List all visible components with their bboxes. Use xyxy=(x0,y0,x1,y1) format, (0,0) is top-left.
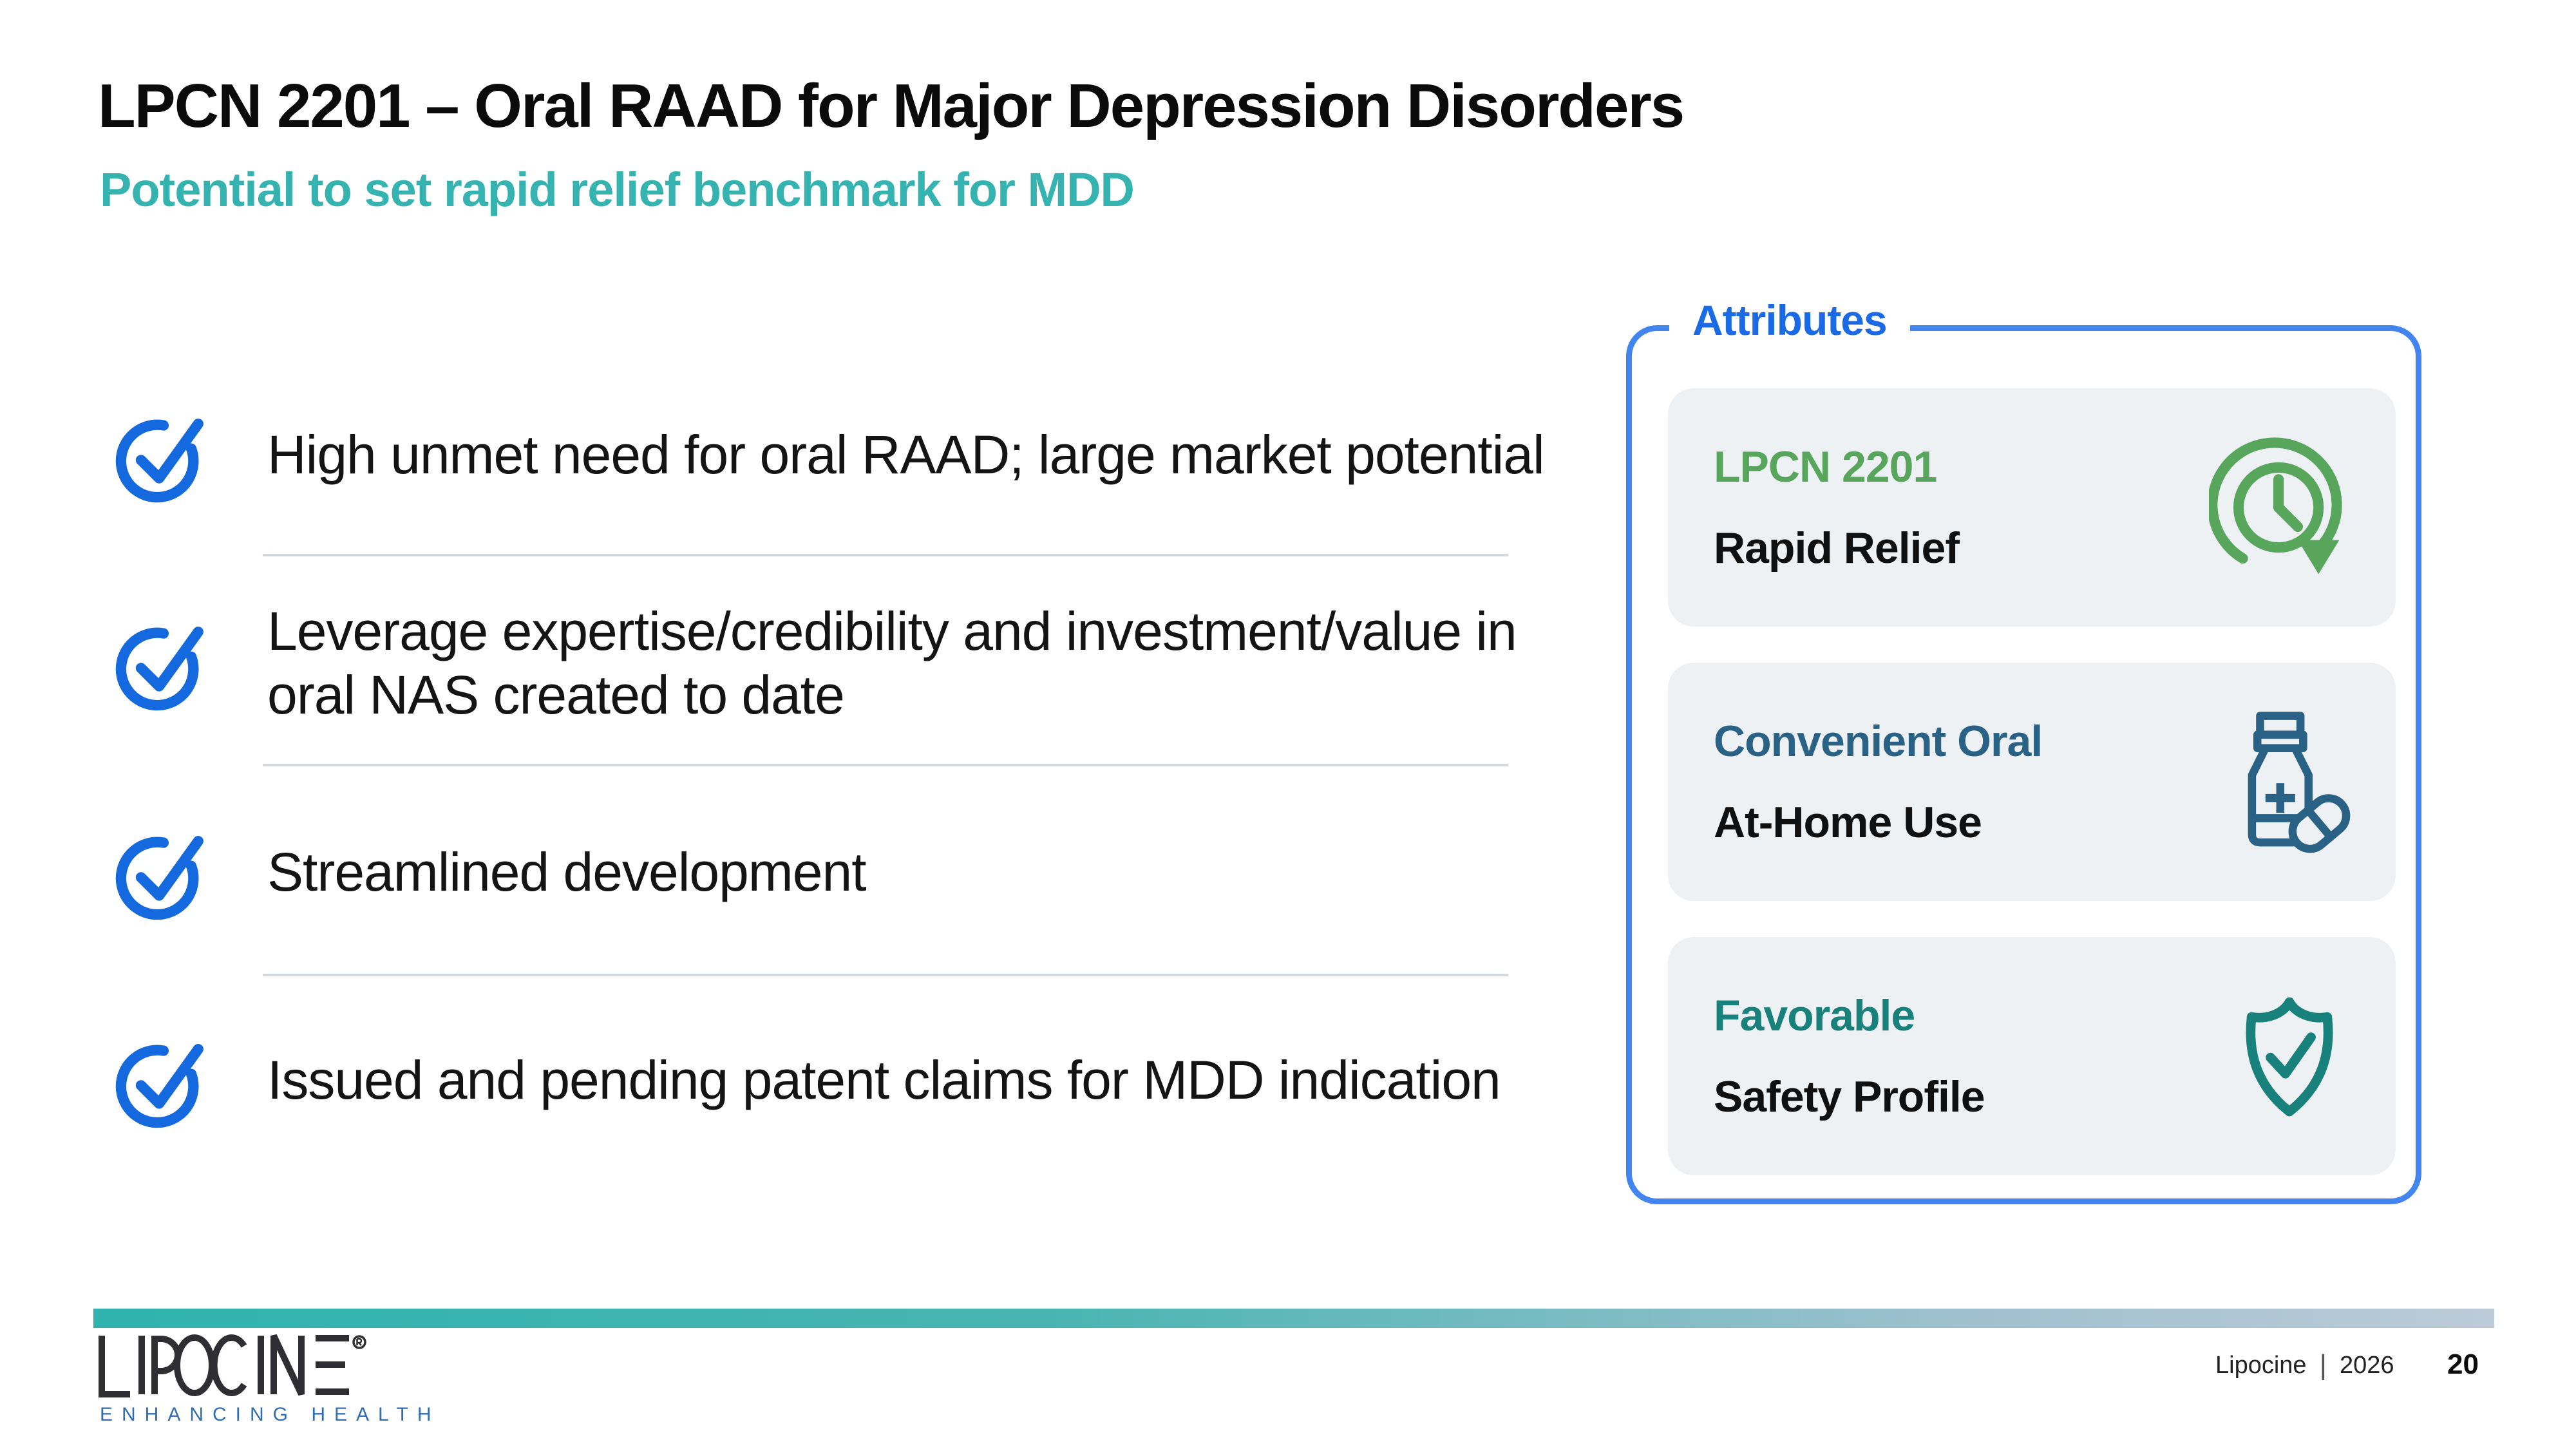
attributes-panel-title: Attributes xyxy=(1669,296,1910,345)
list-item-text: High unmet need for oral RAAD; large mar… xyxy=(267,423,1545,487)
list-item-line: High unmet need for oral RAAD; large mar… xyxy=(267,424,1545,486)
check-circle-icon xyxy=(115,419,204,503)
attribute-card-text: Favorable Safety Profile xyxy=(1714,990,2222,1122)
attribute-card-subtitle: At-Home Use xyxy=(1714,798,1982,847)
list-item: High unmet need for oral RAAD; large mar… xyxy=(115,397,1545,513)
attribute-card-text: LPCN 2201 Rapid Relief xyxy=(1714,442,2209,573)
footer-meta: Lipocine | 2026 xyxy=(2215,1351,2394,1379)
check-circle-icon xyxy=(115,627,204,711)
medicine-bottle-icon xyxy=(2248,712,2351,853)
attribute-card-safety-profile: Favorable Safety Profile xyxy=(1668,937,2396,1175)
list-item: Issued and pending patent claims for MDD… xyxy=(115,1023,1501,1139)
list-item: Leverage expertise/credibility and inves… xyxy=(115,583,1517,744)
clock-history-icon xyxy=(2209,437,2342,574)
list-item-line: Issued and pending patent claims for MDD… xyxy=(267,1050,1501,1111)
page-subtitle: Potential to set rapid relief benchmark … xyxy=(100,163,1135,216)
shield-check-icon xyxy=(2246,997,2333,1117)
check-circle-icon xyxy=(115,1044,204,1128)
attribute-card-at-home-use: Convenient Oral At-Home Use xyxy=(1668,663,2396,901)
attribute-card-title: Convenient Oral xyxy=(1714,717,2043,766)
list-item-text: Issued and pending patent claims for MDD… xyxy=(267,1048,1501,1112)
page-number: 20 xyxy=(2447,1349,2479,1380)
attributes-panel: Attributes LPCN 2201 Rapid Relief Conven… xyxy=(1626,296,2421,1204)
attribute-card-title: LPCN 2201 xyxy=(1714,442,1937,491)
page-title: LPCN 2201 – Oral RAAD for Major Depressi… xyxy=(98,71,1685,140)
attribute-card-subtitle: Safety Profile xyxy=(1714,1072,1985,1121)
attribute-card-subtitle: Rapid Relief xyxy=(1714,524,1960,573)
list-item-line: Streamlined development xyxy=(267,842,867,903)
lipocine-logo xyxy=(99,1334,366,1397)
footer-accent-bar xyxy=(93,1309,2494,1328)
divider xyxy=(263,764,1508,766)
list-item-text: Streamlined development xyxy=(267,840,867,904)
footer-separator: | xyxy=(2319,1349,2327,1381)
logo-tagline: ENHANCING HEALTH xyxy=(100,1404,440,1425)
list-item-text: Leverage expertise/credibility and inves… xyxy=(267,600,1517,727)
list-item-line: oral NAS created to date xyxy=(267,665,845,725)
divider xyxy=(263,554,1508,556)
list-item: Streamlined development xyxy=(115,815,867,931)
check-circle-icon xyxy=(115,836,204,920)
attribute-card-title: Favorable xyxy=(1714,991,1915,1040)
list-item-line: Leverage expertise/credibility and inves… xyxy=(267,600,1517,661)
attribute-card-rapid-relief: LPCN 2201 Rapid Relief xyxy=(1668,388,2396,627)
divider xyxy=(263,974,1508,976)
attribute-card-text: Convenient Oral At-Home Use xyxy=(1714,716,2209,848)
footer-company: Lipocine xyxy=(2215,1351,2307,1379)
footer-year: 2026 xyxy=(2340,1351,2394,1379)
